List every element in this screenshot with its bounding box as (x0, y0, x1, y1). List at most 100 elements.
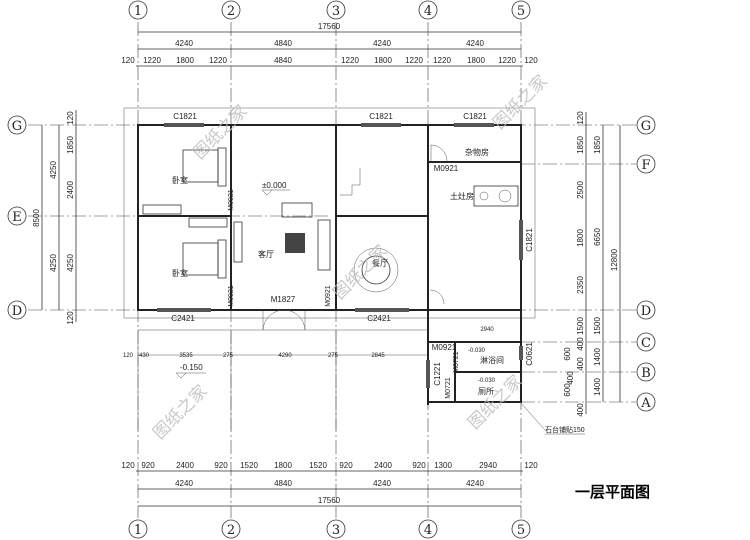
axis-bubble-1-bottom: 1 (128, 519, 148, 539)
axis-bubble-G-right: G (636, 115, 656, 135)
door-label: M0921 (228, 285, 235, 307)
room-storage: 杂物房 (465, 147, 489, 157)
door-label: M0921 (325, 285, 332, 307)
svg-text:1800: 1800 (374, 56, 392, 65)
svg-text:2500: 2500 (576, 181, 585, 199)
svg-text:3: 3 (332, 523, 340, 538)
svg-text:600: 600 (563, 347, 572, 361)
watermark-text: 图纸之家 (189, 101, 251, 163)
axis-bubble-2-bottom: 2 (221, 519, 241, 539)
svg-text:2400: 2400 (66, 181, 75, 199)
svg-text:920: 920 (339, 461, 353, 470)
svg-text:400: 400 (566, 371, 575, 385)
svg-text:1: 1 (134, 523, 142, 538)
dim-total-bottom: 17560 (318, 496, 341, 505)
room-toilet: 厕所 (478, 386, 494, 396)
elevation-marks: ±0.000 -0.150 -0.030 -0.030 (175, 181, 496, 384)
dim-bay: 4840 (274, 39, 292, 48)
svg-text:1220: 1220 (143, 56, 161, 65)
svg-text:1800: 1800 (576, 229, 585, 247)
axis-bubble-A-right: A (636, 392, 656, 412)
svg-text:1850: 1850 (576, 136, 585, 154)
svg-text:1220: 1220 (405, 56, 423, 65)
room-labels: 卧室 卧室 客厅 餐厅 杂物房 土灶房 淋浴间 厕所 (172, 147, 504, 396)
svg-text:1800: 1800 (274, 461, 292, 470)
window-label: C1821 (369, 112, 393, 121)
svg-text:4840: 4840 (274, 479, 292, 488)
svg-text:6650: 6650 (593, 228, 602, 246)
left-dimensions: 8500 4250 4250 120 1850 2400 4250 120 (32, 110, 77, 325)
svg-text:400: 400 (576, 357, 585, 371)
svg-text:1520: 1520 (240, 461, 258, 470)
svg-text:A: A (640, 396, 651, 411)
svg-text:1: 1 (134, 4, 142, 19)
axis-bubble-5-bottom: 5 (511, 519, 531, 539)
svg-text:4240: 4240 (175, 479, 193, 488)
svg-text:1850: 1850 (593, 136, 602, 154)
watermark-text: 图纸之家 (149, 381, 211, 443)
svg-text:4: 4 (424, 523, 432, 538)
svg-text:1800: 1800 (176, 56, 194, 65)
room-dining: 餐厅 (372, 259, 388, 268)
svg-text:120: 120 (576, 111, 585, 125)
axis-bubble-G-left: G (7, 115, 27, 135)
svg-text:C: C (641, 336, 651, 351)
svg-text:920: 920 (214, 461, 228, 470)
grid-axes (28, 22, 636, 518)
svg-text:12800: 12800 (610, 248, 619, 271)
svg-text:4250: 4250 (49, 254, 58, 272)
door-label: M0721 (445, 377, 452, 399)
svg-text:1220: 1220 (433, 56, 451, 65)
svg-text:2400: 2400 (374, 461, 392, 470)
axis-bubble-E-left: E (7, 206, 27, 226)
axis-bubble-C-right: C (636, 332, 656, 352)
svg-text:1800: 1800 (467, 56, 485, 65)
doors: M1827 M0921 M0921 M0921 M0921 M0921 M072… (228, 144, 460, 399)
svg-text:120: 120 (121, 56, 135, 65)
room-living: 客厅 (258, 249, 274, 259)
svg-text:2400: 2400 (176, 461, 194, 470)
svg-text:4: 4 (424, 4, 432, 19)
svg-text:F: F (641, 158, 650, 173)
axis-bubble-5-top: 5 (511, 0, 531, 20)
svg-text:120: 120 (66, 111, 75, 125)
elevation-shower: -0.030 (468, 348, 486, 354)
right-dimensions: 120 1850 2500 1800 2350 1500 400 600 400… (563, 111, 621, 417)
svg-text:石台铺贴150: 石台铺贴150 (545, 425, 585, 434)
furniture (142, 147, 519, 293)
svg-text:4290: 4290 (278, 353, 292, 359)
window-label: C2421 (171, 314, 195, 323)
window-label: C2421 (367, 314, 391, 323)
door-label: M1827 (271, 295, 296, 304)
svg-text:400: 400 (576, 337, 585, 351)
door-label: M0921 (434, 164, 459, 173)
axis-bubble-3-bottom: 3 (326, 519, 346, 539)
svg-text:1220: 1220 (498, 56, 516, 65)
svg-text:1850: 1850 (66, 136, 75, 154)
window-label: C1821 (173, 112, 197, 121)
window-label: C0621 (525, 342, 534, 366)
svg-text:2940: 2940 (480, 327, 494, 333)
svg-text:D: D (641, 304, 651, 319)
porch-dimensions: 120 430 3535 275 4290 275 2845 2940 (123, 327, 494, 359)
svg-text:B: B (641, 366, 651, 381)
axis-bubble-3-top: 3 (326, 0, 346, 20)
svg-text:920: 920 (412, 461, 426, 470)
svg-text:2845: 2845 (371, 353, 385, 359)
svg-text:120: 120 (121, 461, 135, 470)
svg-text:1300: 1300 (434, 461, 452, 470)
svg-text:2: 2 (227, 4, 235, 19)
dim-bay: 4240 (373, 39, 391, 48)
window-label: C1821 (525, 228, 534, 252)
svg-text:400: 400 (576, 403, 585, 417)
svg-text:4240: 4240 (373, 479, 391, 488)
svg-text:4250: 4250 (66, 254, 75, 272)
drawing-title: 一层平面图 (575, 484, 650, 501)
door-label: M0921 (432, 343, 457, 352)
svg-text:E: E (12, 210, 22, 225)
svg-text:120: 120 (524, 461, 538, 470)
svg-text:1400: 1400 (593, 378, 602, 396)
svg-text:1220: 1220 (341, 56, 359, 65)
svg-text:430: 430 (139, 353, 150, 359)
svg-text:1220: 1220 (209, 56, 227, 65)
